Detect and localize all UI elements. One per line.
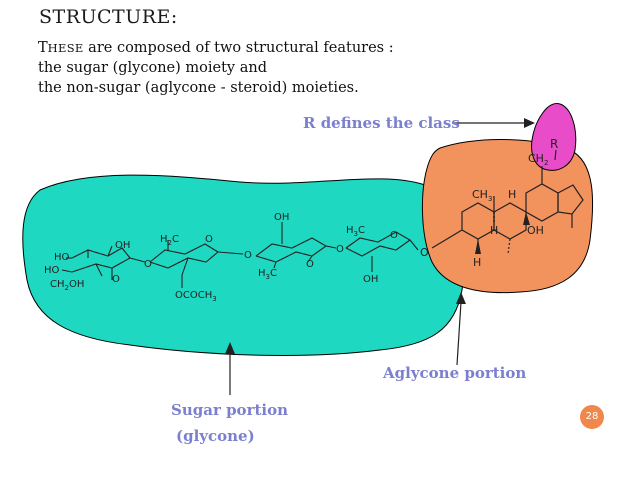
sugar-chain-bonds — [61, 222, 419, 288]
atom-o-glycosidic: O — [420, 246, 429, 259]
atom-h-mid: H — [490, 224, 498, 237]
atom-ch2: CH2 — [528, 152, 548, 167]
atom-o-ring4: O — [390, 230, 398, 241]
atom-ococh3: OCOCH3 — [175, 290, 217, 303]
atom-ch3-ch: CH — [472, 188, 488, 201]
atom-h3c-1-h: H — [346, 225, 354, 236]
atom-oh-1: OH — [115, 240, 130, 251]
atom-h-upper: H — [508, 188, 516, 201]
atom-ch3: CH3 — [472, 188, 492, 203]
r-blob — [531, 103, 577, 171]
atom-o-link-2: O — [244, 250, 252, 261]
atom-h3c-1-c: C — [358, 225, 365, 236]
atom-h2c-sub: 2 — [168, 239, 172, 247]
atom-ch2oh-ch: CH — [50, 279, 65, 290]
atom-h2c-h: H — [160, 234, 168, 245]
intro-line-1: THESE are composed of two structural fea… — [38, 40, 394, 56]
atom-h3c-2-h: H — [258, 268, 266, 279]
atom-ch3-sub: 3 — [488, 195, 492, 203]
atom-h2c: H2C — [160, 234, 179, 247]
atom-ch2-ch: CH — [528, 152, 544, 165]
aglycone-label: Aglycone portion — [383, 364, 527, 382]
sugar-label: Sugar portion — [171, 401, 289, 419]
page-number-badge: 28 — [580, 405, 604, 429]
atom-ch2oh-sub: 2 — [65, 284, 69, 292]
atom-oh-top: OH — [274, 212, 289, 223]
glycone-label: (glycone) — [176, 427, 255, 445]
atom-h3c-2: H3C — [258, 268, 277, 281]
intro-line-2: the sugar (glycone) moiety and — [38, 60, 267, 76]
atom-oh-bottom: OH — [363, 274, 378, 285]
atom-ch2oh-oh: OH — [69, 279, 84, 290]
intro-line-3: the non-sugar (aglycone - steroid) moiet… — [38, 80, 359, 96]
atom-h3c-1-sub: 3 — [354, 230, 358, 238]
atom-h2c-c: C — [172, 234, 179, 245]
atom-h3c-2-c: C — [270, 268, 277, 279]
atom-ococh3-main: OCOCH — [175, 290, 212, 301]
steroid-skeleton — [431, 149, 584, 255]
slide-heading: STRUCTURE: — [39, 6, 178, 28]
wedge-bond-lower — [475, 239, 481, 254]
atom-h3c-2-sub: 3 — [266, 273, 270, 281]
atom-h3c-1: H3C — [346, 225, 365, 238]
atom-o-ring1: O — [112, 274, 120, 285]
atom-ch2-sub: 2 — [544, 159, 548, 167]
wedge-bond — [523, 212, 530, 225]
intro-smallcaps: HESE — [47, 41, 84, 55]
sugar-blob — [22, 174, 466, 356]
atom-o-ring2: O — [205, 234, 213, 245]
atom-oh-steroid: OH — [527, 224, 544, 237]
atom-o-link-3: O — [336, 244, 344, 255]
atom-ho-2: HO — [44, 265, 60, 276]
r-label: R defines the class — [303, 114, 460, 132]
atom-ch2oh: CH2OH — [50, 279, 84, 292]
r-arrow — [452, 118, 535, 128]
atom-h-bottom: H — [473, 256, 481, 269]
atom-o-ring3: O — [306, 259, 314, 270]
atom-r: R — [550, 137, 558, 151]
atom-ho-1: HO — [54, 252, 70, 263]
intro-rest: are composed of two structural features … — [83, 40, 394, 56]
atom-ococh3-sub: 3 — [212, 295, 216, 303]
atom-o-link-1: O — [144, 259, 152, 270]
intro-initial: T — [38, 40, 48, 56]
aglycone-arrow — [456, 292, 466, 366]
sugar-arrow — [225, 342, 235, 395]
